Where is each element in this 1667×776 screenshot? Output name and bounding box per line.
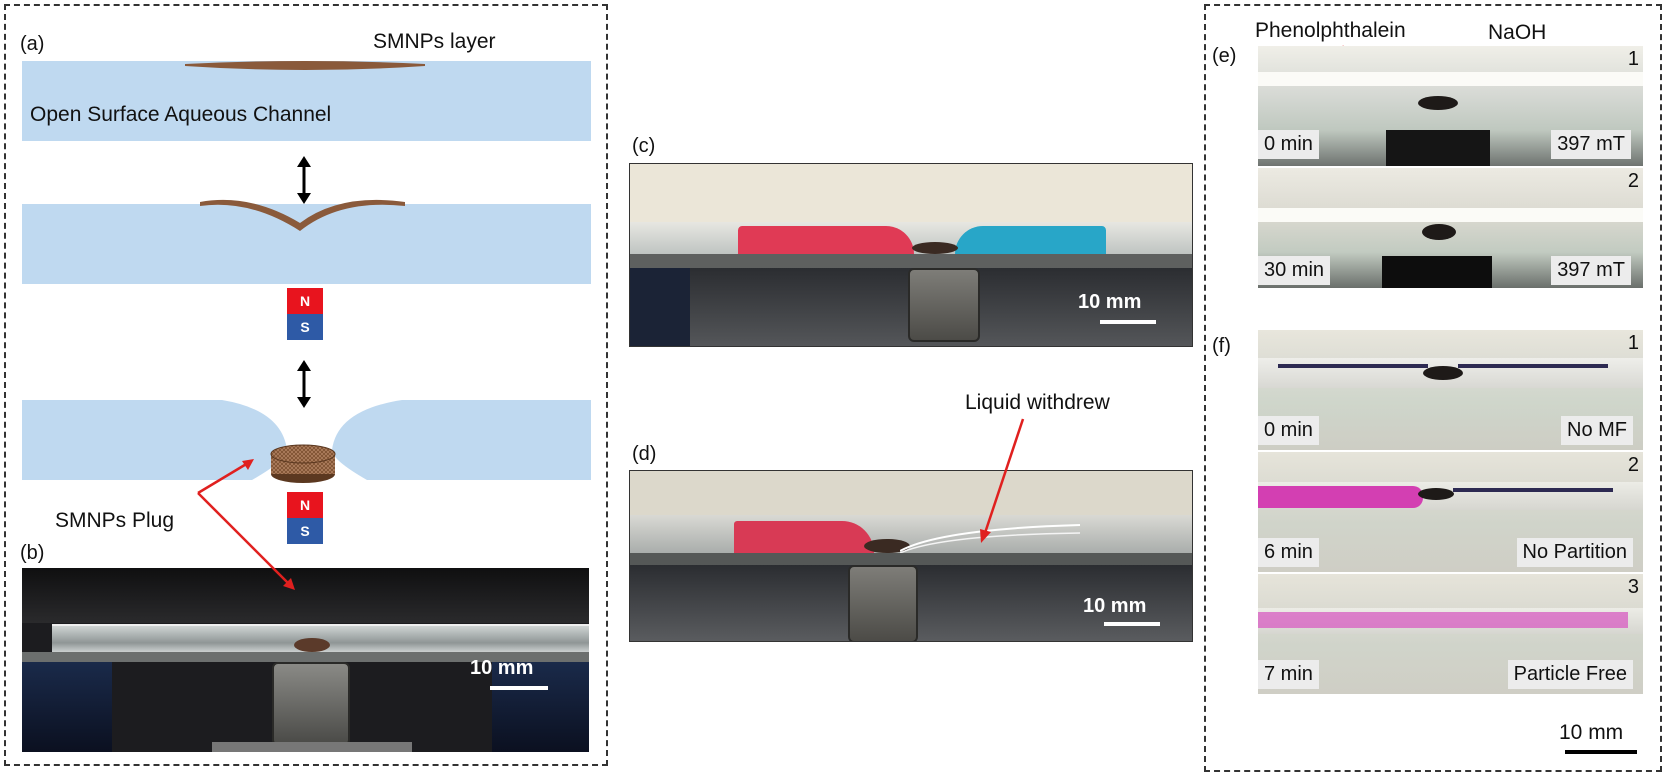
- double-arrow-icon: [297, 156, 311, 204]
- panel-f-label: (f): [1212, 335, 1231, 357]
- smnps-layer-flat: [185, 61, 425, 70]
- plug-arrows: [197, 459, 295, 590]
- strip-condition-tag: No Partition: [1516, 538, 1633, 567]
- strip-condition-tag: No MF: [1561, 416, 1633, 445]
- magnet-icon: N S: [287, 288, 323, 340]
- panel-d-scale-bar: [1104, 622, 1160, 626]
- panel-c-scale-label: 10 mm: [1078, 291, 1142, 313]
- strip-number: 1: [1627, 48, 1639, 70]
- panel-e-label: (e): [1212, 45, 1237, 67]
- strip-number: 3: [1627, 576, 1639, 598]
- panel-f-strip-2: 2 6 min No Partition: [1258, 452, 1643, 572]
- panel-b-label: (b): [20, 542, 45, 564]
- smnps-layer-dipped: [200, 199, 405, 231]
- strip-number: 1: [1627, 332, 1639, 354]
- panel-c-label: (c): [632, 135, 656, 157]
- smnps-layer-label: SMNPs layer: [373, 30, 496, 53]
- liquid-withdrew-label: Liquid withdrew: [965, 391, 1110, 414]
- phenolphthalein-label: Phenolphthalein: [1255, 19, 1406, 42]
- strip-field-tag: 397 mT: [1551, 130, 1631, 159]
- panel-b-photo: [22, 568, 589, 752]
- strip-time-tag: 0 min: [1258, 130, 1319, 159]
- magnet-south-pole: S: [287, 314, 323, 340]
- strip-number: 2: [1627, 454, 1639, 476]
- panel-f-scale-label: 10 mm: [1559, 721, 1624, 744]
- magnet-icon: N S: [287, 492, 323, 544]
- panel-f-strip-1: 1 0 min No MF: [1258, 330, 1643, 450]
- panel-f-strip-3: 3 7 min Particle Free: [1258, 574, 1643, 694]
- panel-ab-frame: [4, 4, 608, 766]
- magnet-north-pole: N: [287, 492, 323, 518]
- aqueous-channel-band-2: [22, 204, 591, 284]
- panel-f-scale-bar: [1565, 750, 1637, 754]
- strip-time-tag: 0 min: [1258, 416, 1319, 445]
- panel-d-label: (d): [632, 443, 657, 465]
- strip-time-tag: 6 min: [1258, 538, 1319, 567]
- panel-b-scale-label: 10 mm: [470, 657, 534, 679]
- panel-c-photo: [629, 163, 1193, 347]
- magnet-south-pole: S: [287, 518, 323, 544]
- liquid-withdrew-arrow: [980, 418, 1025, 543]
- strip-condition-tag: Particle Free: [1507, 660, 1633, 689]
- aqueous-channel-band-3: [22, 400, 591, 480]
- panel-b-scale-bar: [490, 686, 548, 690]
- panel-d-photo: [629, 470, 1193, 642]
- strip-number: 2: [1627, 170, 1639, 192]
- strip-time-tag: 7 min: [1258, 660, 1319, 689]
- smnps-plug-label: SMNPs Plug: [55, 509, 175, 532]
- channel-label: Open Surface Aqueous Channel: [30, 103, 332, 126]
- magnet-north-pole: N: [287, 288, 323, 314]
- panel-e-strip-2: 2 30 min 397 mT: [1258, 168, 1643, 288]
- aqueous-channel-band-1: [22, 61, 591, 141]
- smnps-plug-icon: [270, 444, 336, 483]
- strip-field-tag: 397 mT: [1551, 256, 1631, 285]
- panel-e-strip-1: 1 0 min 397 mT: [1258, 46, 1643, 166]
- panel-c-scale-bar: [1100, 320, 1156, 324]
- double-arrow-icon: [297, 360, 311, 408]
- naoh-label: NaOH: [1488, 21, 1547, 44]
- strip-time-tag: 30 min: [1258, 256, 1331, 285]
- panel-d-scale-label: 10 mm: [1083, 595, 1147, 617]
- panel-a-label: (a): [20, 33, 45, 55]
- panel-ef-frame: [1204, 4, 1662, 772]
